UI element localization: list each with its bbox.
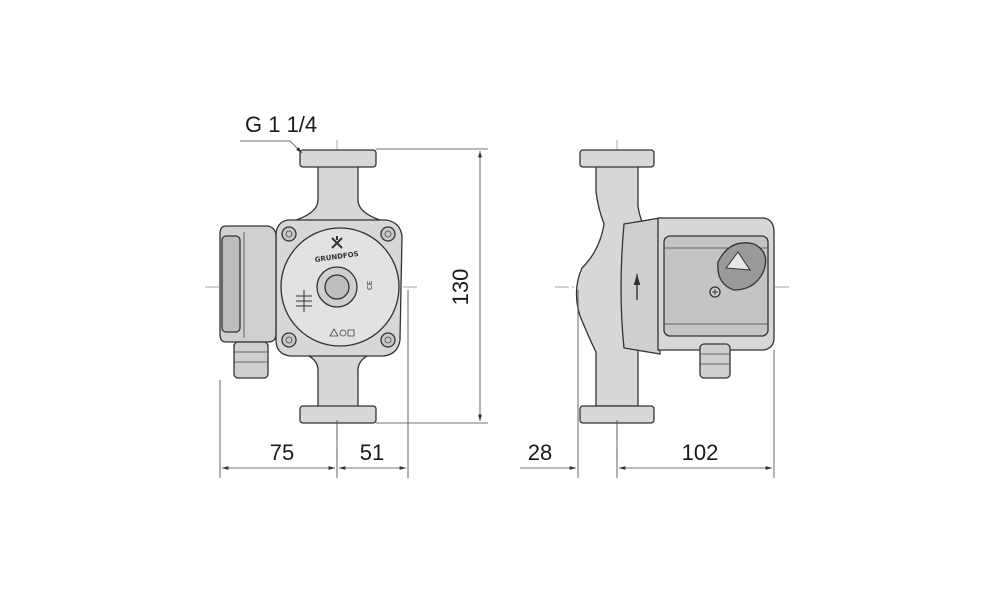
ground-screw-icon bbox=[709, 286, 721, 298]
front-bolts bbox=[281, 226, 396, 348]
side-view bbox=[555, 140, 790, 470]
height-dimension-value: 130 bbox=[448, 269, 473, 306]
brand-logo-icon bbox=[331, 236, 343, 249]
ce-mark: CE bbox=[366, 281, 374, 290]
front-bottom-pipe bbox=[299, 351, 377, 409]
side-depth-value: 102 bbox=[682, 440, 719, 465]
thread-label: G 1 1/4 bbox=[245, 112, 317, 137]
speed-marks-icon bbox=[296, 290, 312, 312]
side-width-dimensions: 28 102 bbox=[520, 290, 775, 478]
side-offset-value: 28 bbox=[528, 440, 552, 465]
front-top-pipe bbox=[289, 165, 387, 223]
side-top-flange bbox=[579, 149, 655, 168]
right-width-value: 51 bbox=[360, 440, 384, 465]
speed-selector-knob-icon bbox=[717, 242, 767, 291]
front-bottom-flange bbox=[299, 405, 377, 424]
warning-symbols-icon bbox=[329, 328, 355, 337]
side-motor-flange bbox=[620, 217, 661, 355]
front-terminal-cover bbox=[221, 235, 241, 333]
side-cable-gland bbox=[699, 343, 731, 379]
front-cable-gland bbox=[233, 341, 269, 379]
height-dimension: 130 bbox=[376, 148, 488, 424]
front-top-flange bbox=[299, 149, 377, 168]
front-view: GRUNDFOS CE bbox=[205, 140, 420, 470]
front-width-dimensions: 75 51 bbox=[219, 290, 409, 478]
left-width-value: 75 bbox=[270, 440, 294, 465]
front-shaft-plug bbox=[324, 274, 350, 300]
